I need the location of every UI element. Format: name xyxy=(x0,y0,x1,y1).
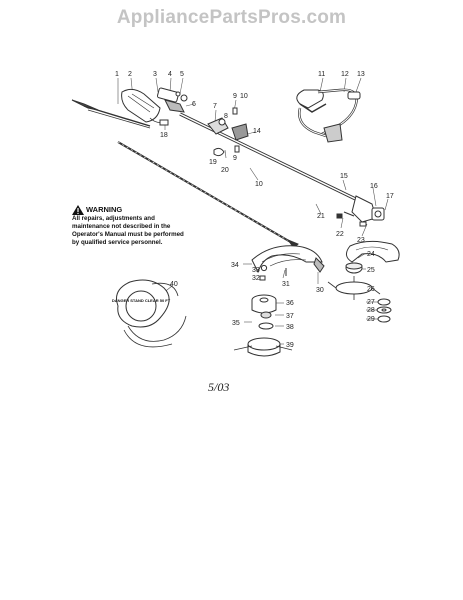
part-gearbox xyxy=(336,195,385,227)
callout-35: 35 xyxy=(232,320,240,327)
callout-13: 13 xyxy=(357,71,365,78)
safety-label-text: DANGER STAND CLEAR 50 FT xyxy=(112,298,171,303)
callout-5: 5 xyxy=(180,71,184,78)
date-label: 5/03 xyxy=(208,380,230,394)
part-safety-label xyxy=(116,279,187,348)
callout-18: 18 xyxy=(160,132,168,139)
callout-30: 30 xyxy=(316,287,324,294)
callout-15: 15 xyxy=(340,173,348,180)
callout-10: 10 xyxy=(240,93,248,100)
watermark: AppliancePartsPros.com xyxy=(116,7,347,28)
callout-17: 17 xyxy=(386,193,394,200)
callout-16: 16 xyxy=(370,183,378,190)
part-shaft-clamps xyxy=(207,107,249,157)
callout-38: 38 xyxy=(286,324,294,331)
callout-14: 14 xyxy=(253,128,261,135)
callout-25: 25 xyxy=(367,267,375,274)
callout-24: 24 xyxy=(367,251,375,258)
callout-6: 6 xyxy=(192,101,196,108)
part-grass-guard xyxy=(251,245,325,281)
callout-8: 8 xyxy=(224,113,228,120)
callout-26: 26 xyxy=(367,286,375,293)
callout-numbers: 1 2 3 4 5 6 7 8 9 10 11 12 13 14 15 16 1… xyxy=(115,71,394,349)
callout-2: 2 xyxy=(128,71,132,78)
callout-19: 19 xyxy=(209,159,217,166)
callout-27: 27 xyxy=(367,299,375,306)
part-blade-assembly xyxy=(327,262,392,323)
callout-34: 34 xyxy=(231,262,239,269)
callout-31: 31 xyxy=(282,281,290,288)
callout-7: 7 xyxy=(213,103,217,110)
callout-11: 11 xyxy=(318,71,325,78)
callout-29: 29 xyxy=(367,316,375,323)
callout-12: 12 xyxy=(341,71,349,78)
warning-body: All repairs, adjustments and maintenance… xyxy=(72,215,184,246)
callout-28: 28 xyxy=(367,307,375,314)
callout-10-lower: 10 xyxy=(255,181,263,188)
callout-23: 23 xyxy=(357,237,365,244)
part-blade-guard xyxy=(346,240,400,263)
callout-36: 36 xyxy=(286,300,294,307)
part-bike-handle xyxy=(296,88,361,143)
callout-4: 4 xyxy=(168,71,172,78)
callout-9-lower: 9 xyxy=(233,155,237,162)
callout-33: 33 xyxy=(252,267,260,274)
callout-3: 3 xyxy=(153,71,157,78)
callout-21: 21 xyxy=(317,213,325,220)
callout-39: 39 xyxy=(286,342,294,349)
callout-37: 37 xyxy=(286,313,294,320)
warning-box: WARNING All repairs, adjustments and mai… xyxy=(72,205,192,247)
part-handle-rod xyxy=(71,99,151,129)
callout-9: 9 xyxy=(233,93,237,100)
part-trigger xyxy=(159,119,169,126)
callout-22: 22 xyxy=(336,231,344,238)
warning-title: WARNING xyxy=(86,205,123,214)
part-trimmer-head xyxy=(233,294,293,357)
callout-20: 20 xyxy=(221,167,229,174)
callout-40: 40 xyxy=(170,281,178,288)
part-throttle-handle xyxy=(121,87,188,123)
callout-32: 32 xyxy=(252,275,260,282)
callout-1: 1 xyxy=(115,71,119,78)
warning-triangle-icon xyxy=(72,205,84,215)
